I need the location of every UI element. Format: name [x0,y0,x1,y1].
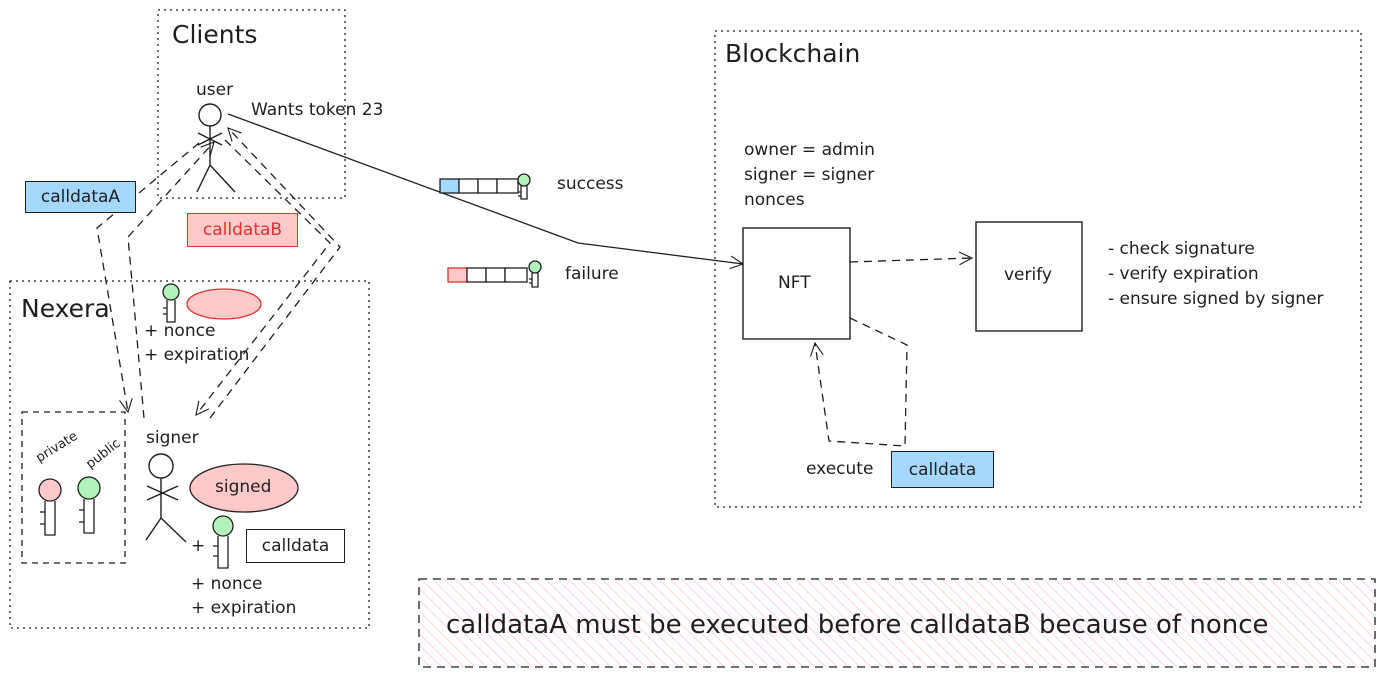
expiration-text-signed: + expiration [191,598,297,618]
state-line-owner: owner = admin [744,140,875,160]
transaction-icon [447,267,528,283]
calldata-b-request-arrow [195,139,331,416]
execute-calldata-badge: calldata [891,451,994,488]
person-icon [145,453,187,543]
nft-to-verify-arrow [849,251,974,266]
calldata-a-return-arrow [127,141,215,419]
note-box [418,578,1376,668]
nonce-text: + nonce [144,321,216,341]
execute-label: execute [806,459,874,479]
clients-title: Clients [172,20,258,49]
signed-label: signed [215,477,272,497]
nexera-title: Nexera [21,294,110,323]
calldata-b-badge: calldataB [187,213,298,247]
key-icon [517,173,531,200]
key-icon [38,478,62,536]
verify-box [975,221,1083,332]
calldata-badge: calldata [246,529,345,563]
user-label: user [196,80,234,100]
key-icon [77,476,101,534]
nft-box [742,227,851,340]
failure-label: failure [565,264,619,284]
expiration-text: + expiration [144,345,250,365]
wants-token-text: Wants token 23 [251,100,384,120]
calldata-a-badge: calldataA [25,181,136,213]
ensure-signed-text: - ensure signed by signer [1108,289,1324,309]
clients-frame [157,9,346,199]
blockchain-frame [714,30,1362,508]
key-icon [212,515,234,569]
calldata-a-request-arrow [96,142,200,414]
signed-ellipse [189,463,299,513]
keys-frame [21,411,126,564]
transaction-icon [439,178,519,194]
submit-arrow [227,113,745,270]
note-text: calldataA must be executed before callda… [446,610,1269,640]
success-label: success [557,174,624,194]
key-icon [528,260,542,288]
verify-expiration-text: - verify expiration [1108,264,1259,284]
state-line-nonces: nonces [744,190,805,210]
plus-label: + [191,536,206,556]
calldata-ellipse [186,288,262,320]
blockchain-title: Blockchain [725,39,861,68]
person-icon [196,103,236,193]
nonce-text-signed: + nonce [191,574,263,594]
check-signature-text: - check signature [1108,239,1255,259]
signer-label: signer [146,428,199,448]
execute-loop-arrow [809,317,908,447]
key-icon [162,283,180,323]
verify-label: verify [1004,265,1052,285]
calldata-b-return-arrow [209,127,341,419]
state-line-signer: signer = signer [744,165,875,185]
nft-label: NFT [778,273,811,293]
